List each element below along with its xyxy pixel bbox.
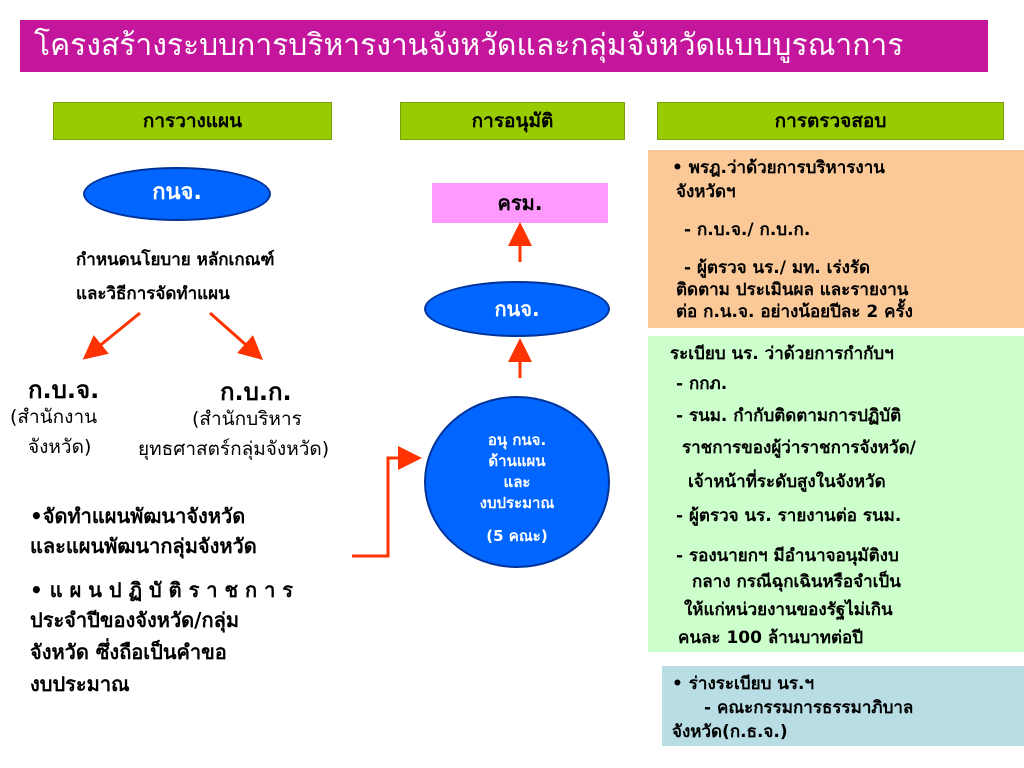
draft-line-1: • ร่างระเบียบ นร.ฯ [672, 674, 815, 694]
regulation-line-1: ระเบียบ นร. ว่าด้วยการกำกับฯ [670, 344, 894, 364]
policy-line-1: กำหนดนโยบาย หลักเกณฑ์ [76, 250, 275, 270]
left-agency-line-2: จังหวัด) [28, 436, 92, 458]
regulation-line-5: เจ้าหน้าที่ระดับสูงในจังหวัด [688, 472, 886, 492]
regulation-line-10: คนละ 100 ล้านบาทต่อปี [678, 628, 864, 648]
subcommittee-line-4: งบประมาณ [479, 494, 555, 512]
page-title: โครงสร้างระบบการบริหารงานจังหวัดและกลุ่ม… [20, 20, 988, 72]
regulation-line-8: กลาง กรณีฉุกเฉินหรือจำเป็น [692, 572, 901, 592]
decree-line-2: จังหวัดฯ [676, 182, 736, 202]
decree-line-6: ต่อ ก.น.จ. อย่างน้อยปีละ 2 ครั้ง [676, 302, 913, 322]
decree-line-3: - ก.บ.จ./ ก.บ.ก. [684, 220, 811, 240]
header-planning: การวางแผน [53, 102, 332, 140]
subcommittee-line-3: และ [503, 473, 531, 491]
regulation-line-2: - กกภ. [676, 374, 728, 394]
draft-line-2: - คณะกรรมการธรรมาภิบาล [704, 698, 914, 718]
subcommittee-line-5: (5 คณะ) [486, 527, 548, 545]
subcommittee-ellipse: อนุ กนจ. ด้านแผน และ งบประมาณ (5 คณะ) [424, 396, 610, 568]
policy-line-2: และวิธีการจัดทำแผน [76, 284, 230, 304]
bullet2-line-2: ประจำปีของจังหวัด/กลุ่ม [30, 608, 240, 632]
bullet2-line-3: จังหวัด ซึ่งถือเป็นคำขอ [30, 640, 227, 664]
decree-line-1: • พรฎ.ว่าด้วยการบริหารงาน [672, 158, 885, 178]
left-agency-abbr: ก.บ.จ. [28, 376, 100, 404]
committee-ellipse-approval: กนจ. [424, 281, 610, 337]
regulation-line-4: ราชการของผู้ว่าราชการจังหวัด/ [682, 438, 916, 458]
bullet2-line-1: • แ ผ น ป ฏิ บั ติ ร า ช ก า ร [30, 578, 294, 602]
audit-box-regulation: ระเบียบ นร. ว่าด้วยการกำกับฯ - กกภ. - รน… [648, 336, 1024, 652]
committee-ellipse-planning: กนจ. [83, 167, 271, 221]
left-agency-line-1: (สำนักงาน [10, 406, 98, 428]
right-agency-line-2: ยุทธศาสตร์กลุ่มจังหวัด) [138, 438, 330, 460]
bullet2-line-4: งบประมาณ [30, 672, 130, 696]
audit-box-decree: • พรฎ.ว่าด้วยการบริหารงาน จังหวัดฯ - ก.บ… [648, 150, 1024, 328]
regulation-line-9: ให้แก่หน่วยงานของรัฐไม่เกิน [684, 600, 893, 620]
right-agency-abbr: ก.บ.ก. [220, 378, 292, 406]
decree-line-5: ติดตาม ประเมินผล และรายงาน [676, 280, 909, 300]
audit-box-draft: • ร่างระเบียบ นร.ฯ - คณะกรรมการธรรมาภิบา… [662, 666, 1024, 746]
header-audit: การตรวจสอบ [657, 102, 1004, 140]
regulation-line-7: - รองนายกฯ มีอำนาจอนุมัติงบ [676, 546, 899, 566]
arrow-to-left-agency [82, 311, 141, 360]
subcommittee-line-2: ด้านแผน [488, 452, 546, 470]
draft-line-3: จังหวัด(ก.ธ.จ.) [672, 722, 788, 742]
subcommittee-line-1: อนุ กนจ. [487, 431, 547, 449]
decree-line-4: - ผู้ตรวจ นร./ มท. เร่งรัด [684, 258, 871, 278]
cabinet-box: ครม. [432, 183, 608, 223]
arrow-plans-to-subcommittee [352, 446, 422, 558]
bullet1-line-2: และแผนพัฒนากลุ่มจังหวัด [30, 534, 257, 558]
right-agency-line-1: (สำนักบริหาร [192, 408, 302, 430]
regulation-line-3: - รนม. กำกับติดตามการปฏิบัติ [676, 406, 902, 426]
header-approval: การอนุมัติ [400, 102, 625, 140]
bullet1-line-1: •จัดทำแผนพัฒนาจังหวัด [30, 504, 246, 528]
regulation-line-6: - ผู้ตรวจ นร. รายงานต่อ รนม. [676, 506, 902, 526]
arrow-to-right-agency [209, 311, 263, 360]
